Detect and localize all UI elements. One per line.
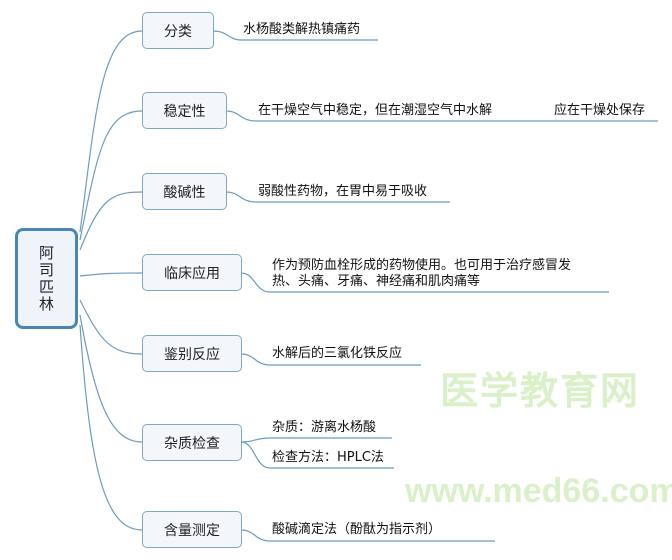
branch-label: 分类: [164, 23, 192, 40]
leaf-stability[interactable]: 在干燥空气中稳定，但在潮湿空气中水解: [258, 103, 493, 118]
leaf-classification[interactable]: 水杨酸类解热镇痛药: [243, 22, 361, 37]
branch-label: 稳定性: [163, 103, 206, 120]
branch-identification[interactable]: 鉴别反应: [142, 335, 242, 372]
branch-label: 含量测定: [164, 522, 220, 539]
leaf-clinical-line2[interactable]: 热、头痛、牙痛、神经痛和肌肉痛等: [272, 274, 481, 289]
branch-impurity-test[interactable]: 杂质检查: [142, 424, 242, 461]
branch-label: 临床应用: [164, 265, 220, 282]
branch-classification[interactable]: 分类: [142, 12, 214, 49]
root-node[interactable]: 阿司匹林: [15, 228, 78, 329]
leaf-test-method[interactable]: 检查方法：HPLC法: [272, 450, 384, 465]
branch-label: 鉴别反应: [164, 346, 220, 363]
branch-acidity[interactable]: 酸碱性: [142, 173, 227, 210]
leaf-stability-storage[interactable]: 应在干燥处保存: [554, 103, 646, 118]
leaf-clinical-line1[interactable]: 作为预防血栓形成的药物使用。也可用于治疗感冒发: [272, 258, 572, 273]
branch-label: 酸碱性: [163, 184, 206, 201]
branch-clinical-use[interactable]: 临床应用: [142, 254, 242, 291]
branch-label: 杂质检查: [164, 435, 220, 452]
leaf-identification[interactable]: 水解后的三氯化铁反应: [272, 346, 403, 361]
leaf-acidity[interactable]: 弱酸性药物，在胃中易于吸收: [258, 184, 428, 199]
leaf-impurity[interactable]: 杂质：游离水杨酸: [272, 420, 377, 435]
leaf-assay[interactable]: 酸碱滴定法（酚酞为指示剂）: [272, 522, 442, 537]
root-label: 阿司匹林: [37, 244, 55, 313]
branch-assay[interactable]: 含量测定: [142, 511, 242, 548]
branch-stability[interactable]: 稳定性: [142, 92, 227, 129]
